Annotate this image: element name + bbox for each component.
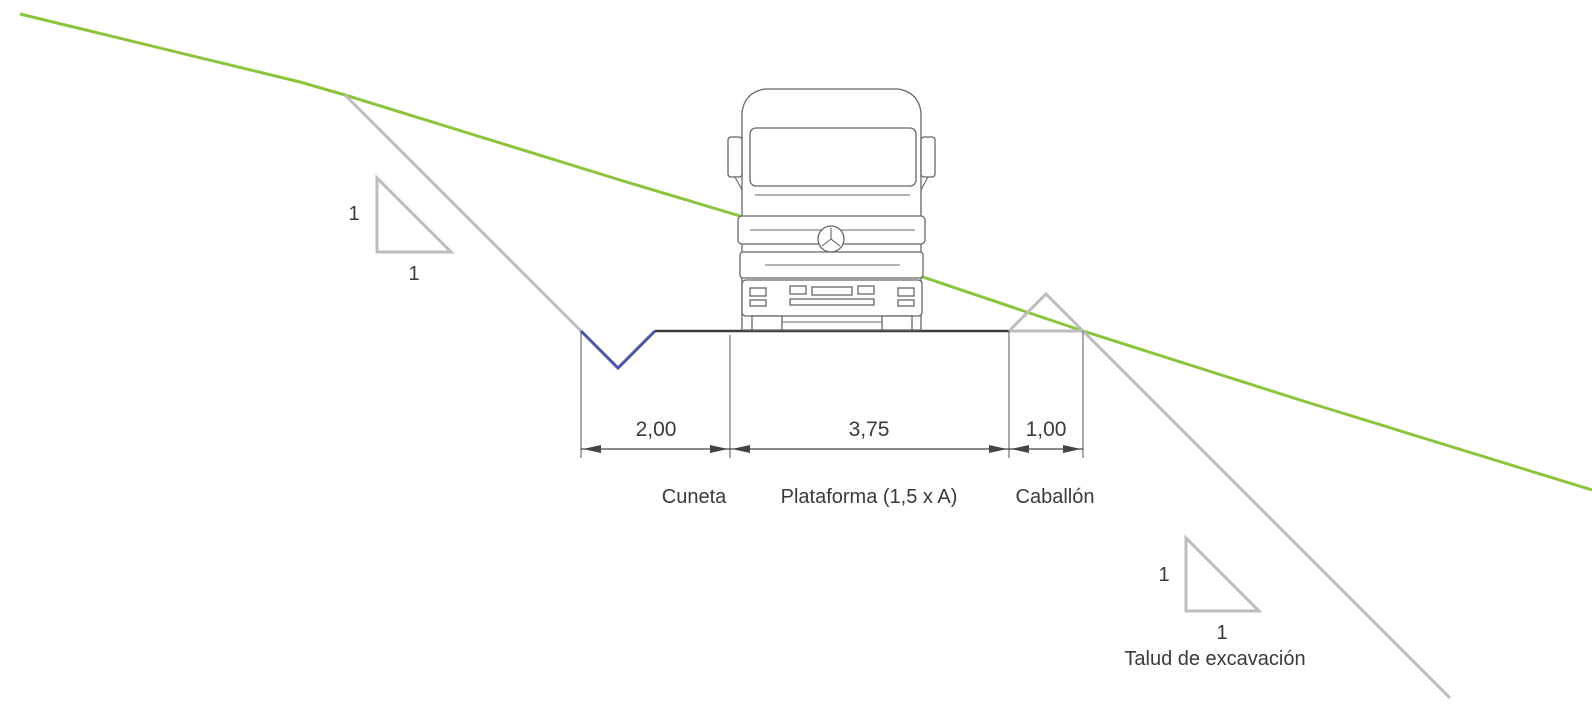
right-cut-slope [1081,329,1452,700]
right-slope-vertical: 1 [1158,564,1169,586]
dimension-caballon: 1,00 [1026,418,1067,441]
left-slope-horizontal: 1 [408,263,419,285]
left-slope-indicator: 1 1 [348,174,455,285]
left-slope-vertical: 1 [348,203,359,225]
right-slope-triangle [1184,534,1263,613]
dimension-cuneta: 2,00 [636,418,677,441]
truck-front-icon [727,88,936,331]
left-cut-slope [343,93,583,333]
dimension-plataforma: 3,75 [849,418,890,441]
caption-talud: Talud de excavación [1124,648,1305,670]
dimension-line [581,445,1083,453]
ditch-profile [579,329,657,371]
caption-plataforma: Plataforma (1,5 x A) [781,486,958,508]
right-slope-horizontal: 1 [1216,622,1227,644]
dimension-extension-lines [580,331,1084,458]
caption-caballon: Caballón [1016,486,1095,508]
terrain-line [19,12,1592,492]
left-slope-triangle [375,174,455,254]
right-slope-indicator: 1 1 [1158,534,1263,644]
berm-profile [1007,291,1085,333]
caption-cuneta: Cuneta [662,486,727,508]
